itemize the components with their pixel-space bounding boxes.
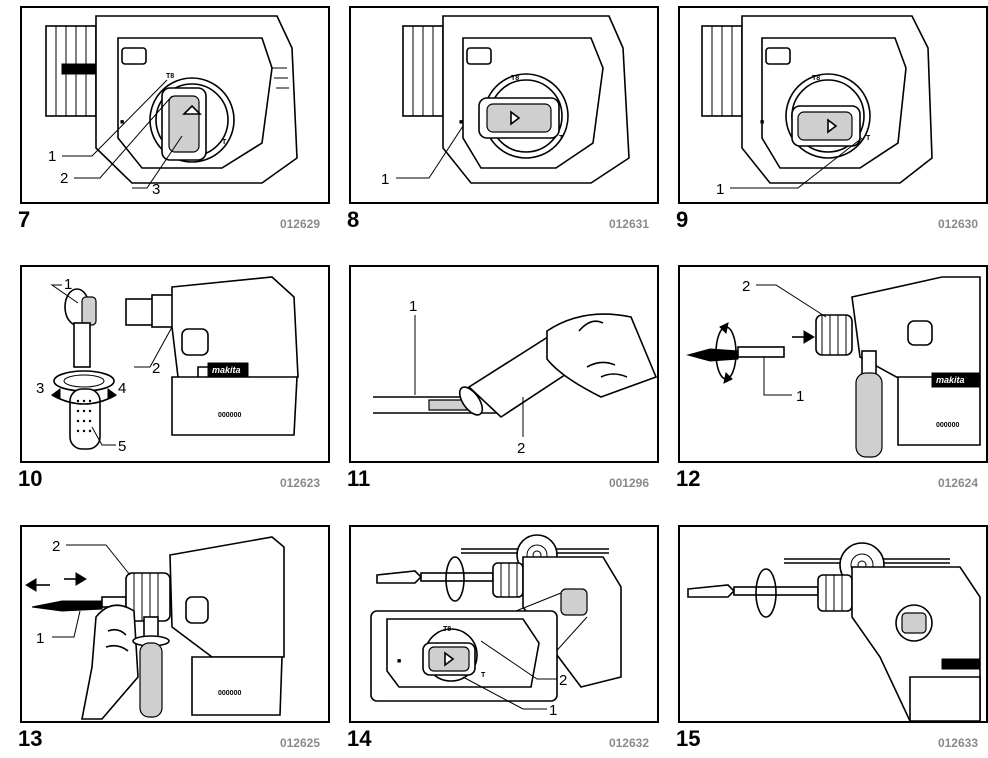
figure-number: 8: [347, 207, 360, 232]
figure-10-illustration: makita 000000 1 2 3 4 5: [20, 265, 330, 463]
figure-code: 012630: [937, 217, 978, 231]
callout-1: 1: [48, 148, 56, 165]
brand-logo: makita: [936, 375, 965, 385]
figure-14-illustration: T8 T ■ 2 1: [349, 525, 659, 723]
figure-code: 001296: [608, 476, 649, 490]
callout-2: 2: [742, 278, 750, 295]
svg-text:■: ■: [459, 119, 463, 126]
figure-number: 15: [676, 726, 701, 751]
figure-code: 012632: [608, 736, 649, 750]
svg-text:■: ■: [120, 119, 124, 126]
figure-code: 012631: [608, 217, 649, 231]
figure-number: 12: [676, 466, 701, 491]
callout-4: 4: [118, 380, 126, 397]
svg-text:T: T: [481, 672, 486, 679]
callout-3: 3: [152, 181, 160, 198]
svg-text:T: T: [559, 135, 564, 142]
svg-text:T: T: [866, 135, 871, 142]
svg-text:T8: T8: [166, 73, 174, 80]
callout-1: 1: [716, 181, 724, 198]
figure-15-illustration: [678, 525, 988, 723]
figure-number: 9: [676, 207, 689, 232]
figure-number: 11: [347, 466, 371, 491]
figure-8-illustration: T8 T ■ 1: [349, 6, 659, 204]
serial-plate: 000000: [936, 422, 959, 429]
figure-7-illustration: T8 T ■ 1 2 3: [20, 6, 330, 204]
figure-code: 012623: [279, 476, 320, 490]
figure-13-illustration: 000000 2 1: [20, 525, 330, 723]
figure-11-illustration: 1 2: [349, 265, 659, 463]
svg-text:T8: T8: [812, 75, 820, 82]
figure-code: 012624: [937, 476, 978, 490]
svg-text:■: ■: [760, 119, 764, 126]
serial-plate: 000000: [218, 690, 241, 697]
callout-2: 2: [152, 360, 160, 377]
callout-1: 1: [64, 276, 72, 293]
callout-2: 2: [559, 672, 567, 689]
figure-number: 10: [18, 466, 43, 491]
figure-9-illustration: T8 T ■ 1: [678, 6, 988, 204]
callout-1: 1: [796, 388, 804, 405]
figure-number: 14: [347, 726, 372, 751]
figure-code: 012633: [937, 736, 978, 750]
svg-text:T8: T8: [443, 626, 451, 633]
svg-text:T8: T8: [511, 75, 519, 82]
figure-code: 012629: [279, 217, 320, 231]
callout-5: 5: [118, 438, 126, 455]
callout-2: 2: [60, 170, 68, 187]
callout-2: 2: [517, 440, 525, 457]
svg-text:■: ■: [397, 658, 401, 665]
callout-1: 1: [409, 298, 417, 315]
figure-12-illustration: makita 000000 2 1: [678, 265, 988, 463]
figure-number: 7: [18, 207, 31, 232]
figure-number: 13: [18, 726, 43, 751]
serial-plate: 000000: [218, 412, 241, 419]
callout-1: 1: [36, 630, 44, 647]
callout-3: 3: [36, 380, 44, 397]
svg-text:T: T: [222, 139, 227, 146]
callout-1: 1: [549, 702, 557, 719]
callout-2: 2: [52, 538, 60, 555]
brand-logo: makita: [212, 365, 241, 375]
figure-code: 012625: [279, 736, 320, 750]
callout-1: 1: [381, 171, 389, 188]
